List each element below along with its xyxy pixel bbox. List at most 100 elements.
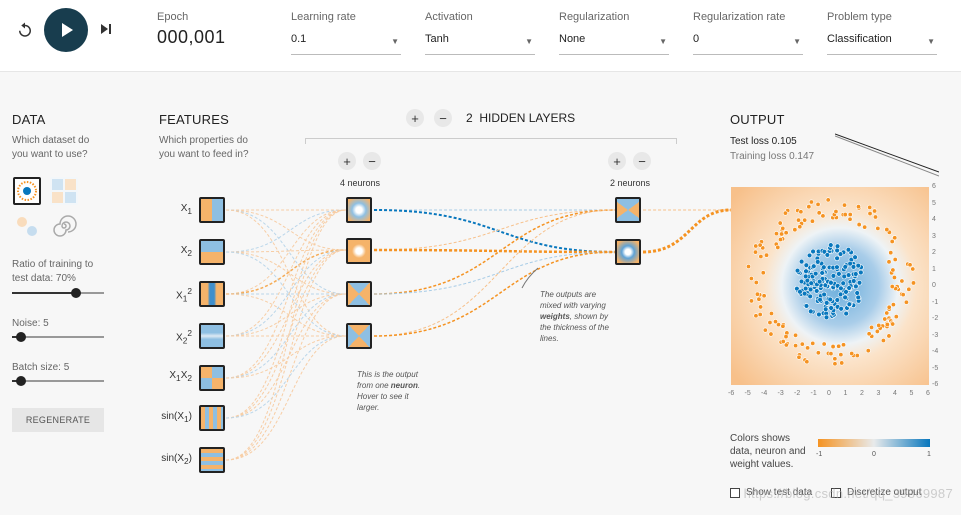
data-point-blue — [797, 289, 803, 295]
remove-neuron-layer1-button[interactable]: − — [363, 152, 381, 170]
feature-node-x1x2[interactable] — [199, 365, 225, 391]
regularization-select[interactable]: None▼ — [559, 33, 669, 55]
layer1-neuron-1[interactable] — [346, 197, 372, 223]
feature-node-x2-squared[interactable] — [199, 323, 225, 349]
data-point-blue — [827, 296, 833, 303]
feature-node-x1-squared[interactable] — [199, 281, 225, 307]
ratio-label-text: Ratio of training to test data: — [12, 259, 94, 284]
y-tick-label: -3 — [932, 331, 939, 339]
chevron-down-icon: ▼ — [793, 37, 801, 46]
step-button[interactable] — [98, 21, 114, 37]
layer1-neuron-3[interactable] — [346, 281, 372, 307]
feature-node-sin-x1[interactable] — [199, 405, 225, 431]
epoch-label: Epoch — [157, 11, 189, 23]
dataset-xor-thumbnail[interactable] — [50, 177, 78, 205]
epoch-display: Epoch 000,001 — [157, 11, 226, 48]
xor-dataset-icon — [52, 179, 76, 203]
data-point-blue — [794, 267, 801, 274]
data-point-orange — [762, 327, 768, 333]
data-point-orange — [876, 322, 882, 328]
data-point-orange — [892, 235, 898, 241]
gaussian-dataset-icon — [17, 217, 37, 236]
data-point-orange — [841, 342, 847, 348]
data-point-blue — [808, 308, 814, 315]
data-point-orange — [900, 292, 906, 298]
data-point-orange — [757, 242, 763, 248]
data-point-blue — [845, 272, 852, 278]
feature-node-x1[interactable] — [199, 197, 225, 223]
data-point-blue — [821, 264, 827, 270]
data-point-blue — [821, 291, 827, 298]
hidden-layer-count: 2 — [466, 111, 473, 125]
data-point-blue — [850, 264, 857, 270]
activation-label: Activation — [425, 11, 473, 23]
data-point-blue — [814, 288, 820, 294]
slider-track — [12, 336, 104, 338]
dataset-question: Which dataset do you want to use? — [12, 135, 90, 160]
data-point-orange — [911, 280, 917, 286]
slider-track — [12, 380, 104, 382]
data-point-blue — [828, 305, 834, 311]
slider-knob[interactable] — [16, 376, 27, 386]
add-neuron-layer1-button[interactable]: + — [338, 152, 356, 170]
data-point-orange — [842, 202, 848, 208]
add-neuron-layer2-button[interactable]: + — [608, 152, 626, 170]
regularization-rate-label: Regularization rate — [693, 11, 786, 23]
layer2-neuron-2[interactable] — [615, 239, 641, 265]
feature-node-sin-x2[interactable] — [199, 447, 225, 473]
data-point-orange — [780, 339, 786, 345]
data-point-orange — [847, 216, 853, 222]
batch-label-text: Batch size: — [12, 362, 61, 373]
noise-slider[interactable] — [12, 332, 104, 342]
dataset-spiral-thumbnail[interactable] — [50, 212, 78, 240]
data-point-blue — [842, 264, 848, 270]
data-point-blue — [815, 259, 821, 265]
learning-rate-value: 0.1 — [291, 33, 307, 45]
remove-layer-button[interactable]: − — [434, 109, 452, 127]
x-tick-label: -4 — [761, 390, 768, 397]
show-test-data-checkbox[interactable] — [730, 488, 740, 498]
slider-knob[interactable] — [16, 332, 27, 342]
data-point-orange — [880, 338, 886, 344]
data-point-orange — [808, 199, 814, 205]
layer2-neuron-1[interactable] — [615, 197, 641, 223]
data-point-blue — [840, 280, 846, 286]
x-tick-label: 3 — [876, 390, 881, 397]
learning-rate-select[interactable]: 0.1▼ — [291, 33, 401, 55]
data-point-orange — [748, 298, 754, 304]
data-point-blue — [855, 262, 861, 269]
data-point-orange — [890, 267, 896, 273]
activation-select[interactable]: Tanh▼ — [425, 33, 535, 55]
data-point-blue — [838, 285, 844, 292]
regularization-rate-select[interactable]: 0▼ — [693, 33, 803, 55]
data-point-orange — [893, 314, 899, 320]
regenerate-button[interactable]: REGENERATE — [12, 408, 104, 432]
layer1-neuron-4[interactable] — [346, 323, 372, 349]
regularization-value: None — [559, 33, 586, 45]
dataset-gauss-thumbnail[interactable] — [13, 212, 41, 240]
data-point-orange — [832, 361, 838, 367]
feature-node-x2[interactable] — [199, 239, 225, 265]
data-point-orange — [815, 201, 821, 207]
play-button[interactable] — [44, 8, 88, 52]
activation-value: Tanh — [425, 33, 449, 45]
add-layer-button[interactable]: + — [406, 109, 424, 127]
remove-neuron-layer2-button[interactable]: − — [633, 152, 651, 170]
slider-knob[interactable] — [71, 288, 82, 298]
data-point-blue — [842, 294, 848, 301]
legend-tick-min: -1 — [816, 451, 823, 458]
legend-tick-mid: 0 — [872, 451, 876, 458]
batch-size-label: Batch size: 5 — [12, 361, 69, 375]
dataset-circle-thumbnail[interactable] — [13, 177, 41, 205]
data-point-blue — [846, 301, 853, 307]
batch-size-slider[interactable] — [12, 376, 104, 386]
ratio-slider[interactable] — [12, 288, 104, 298]
data-point-orange — [752, 249, 758, 255]
layer1-neuron-2[interactable] — [346, 238, 372, 264]
data-point-orange — [777, 220, 783, 226]
reset-button[interactable] — [14, 19, 36, 41]
feature-label-x2-squared: X22 — [176, 328, 192, 346]
discretize-output-checkbox[interactable] — [831, 488, 841, 498]
problem-type-select[interactable]: Classification▼ — [827, 33, 937, 55]
show-test-data-label: Show test data — [746, 487, 813, 498]
